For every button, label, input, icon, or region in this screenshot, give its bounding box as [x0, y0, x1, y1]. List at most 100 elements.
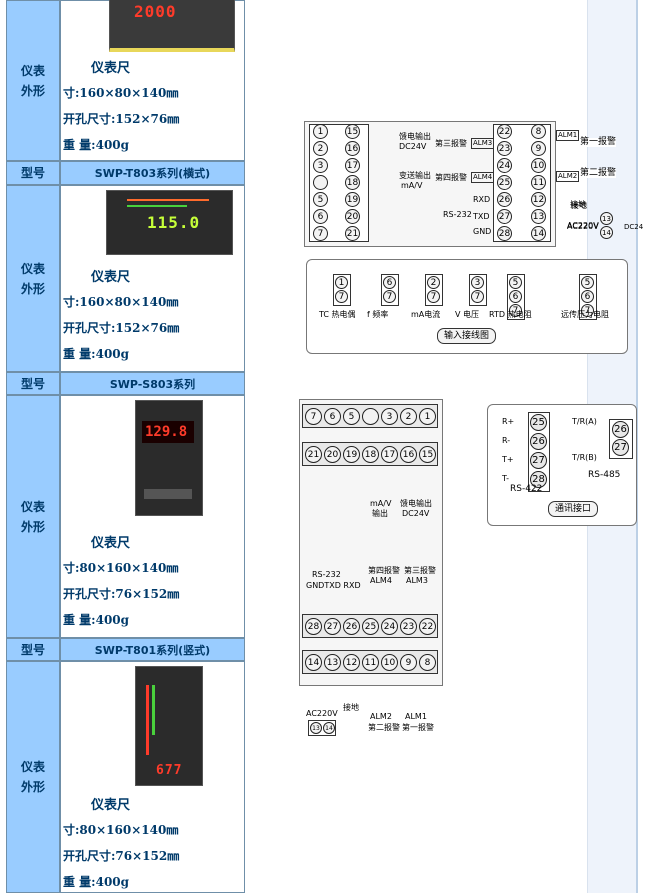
comm-interface-title: 通讯接口 — [548, 501, 599, 517]
ac220v-label: AC220V — [567, 221, 599, 230]
product-cell: 115.0 仪表尺 寸:160×80×140㎜ 开孔尺寸:152×76㎜ 重 量… — [60, 185, 245, 372]
terminal-pin: 27 — [324, 618, 341, 635]
terminal-pin: 21 — [345, 226, 360, 241]
terminal-pin: 3 — [313, 158, 328, 173]
terminal-pin: 18 — [345, 175, 360, 190]
size-value: 寸:80×160×140㎜ — [63, 561, 179, 575]
terminal-pin: 20 — [324, 446, 341, 463]
terminal-pin: 1 — [419, 408, 436, 425]
cutout-value: 开孔尺寸:76×152㎜ — [63, 587, 180, 601]
rs422-pin: 28 — [530, 471, 547, 488]
input-pin: 1 — [335, 276, 348, 289]
dc24-label: DC24 — [624, 223, 644, 231]
terminal-pin: 14 — [531, 226, 546, 241]
terminal-pin: 20 — [345, 209, 360, 224]
appearance-label: 仪表外形 — [6, 395, 60, 638]
alm1-label: ALM1 — [405, 712, 427, 721]
terminal-pin: 9 — [531, 141, 546, 156]
weight-value: 重 量:400g — [63, 138, 130, 152]
input-pin: 7 — [383, 290, 396, 303]
terminal-pin: 13 — [531, 209, 546, 224]
input-wiring-title: 输入接线图 — [437, 328, 497, 344]
input-type-label: RTD 热电阻 — [489, 310, 532, 319]
input-type-label: mA电流 — [411, 310, 441, 319]
terminal-pin: 23 — [400, 618, 417, 635]
terminal-pin: 10 — [531, 158, 546, 173]
terminal-pin: 19 — [345, 192, 360, 207]
appearance-label: 仪表外形 — [6, 185, 60, 372]
terminal-pin: 15 — [419, 446, 436, 463]
photo-display-value: 2000 — [134, 2, 177, 21]
terminal-pin: 6 — [313, 209, 328, 224]
photo-display-value: 115.0 — [147, 213, 201, 232]
ground-label: 接地 — [570, 200, 586, 209]
terminal-pin: 24 — [381, 618, 398, 635]
product-photo: 115.0 — [106, 190, 233, 255]
rs422-pin: 25 — [530, 414, 547, 431]
size-title: 仪表尺 — [91, 536, 131, 551]
terminal-pin: 18 — [362, 446, 379, 463]
input-pin: 5 — [509, 276, 522, 289]
terminal-pin: 28 — [305, 618, 322, 635]
power-pin: 14 — [600, 226, 613, 239]
input-type-label: V 电压 — [455, 310, 480, 319]
terminal-pin: 22 — [497, 124, 512, 139]
terminal-pin: 19 — [343, 446, 360, 463]
rs485-pin: 26 — [612, 421, 629, 438]
terminal-pin: 24 — [497, 158, 512, 173]
terminal-pin: 23 — [497, 141, 512, 156]
alarm2-label: 第二报警 — [368, 723, 400, 732]
size-title: 仪表尺 — [91, 61, 131, 76]
cutout-value: 开孔尺寸:76×152㎜ — [63, 849, 180, 863]
cutout-value: 开孔尺寸:152×76㎜ — [63, 321, 180, 335]
terminal-pin: 8 — [531, 124, 546, 139]
terminal-pin: 11 — [531, 175, 546, 190]
input-pin: 2 — [427, 276, 440, 289]
input-pin: 6 — [581, 290, 594, 303]
product-table: 仪表外形 2000 仪表尺 寸:160×80×140㎜ 开孔尺寸:152×76㎜… — [6, 0, 245, 893]
ac220v-label: AC220V — [306, 709, 338, 718]
terminal-pin: 10 — [381, 654, 398, 671]
rs422-pin: 26 — [530, 433, 547, 450]
power-terminal: 13 14 — [308, 720, 336, 736]
terminal-pin: 15 — [345, 124, 360, 139]
rs485-pin: 27 — [612, 439, 629, 456]
input-pin: 7 — [427, 290, 440, 303]
input-pin: 5 — [581, 276, 594, 289]
terminal-pin: 7 — [305, 408, 322, 425]
cutout-value: 开孔尺寸:152×76㎜ — [63, 112, 180, 126]
terminal-pin: 8 — [419, 654, 436, 671]
input-pin: 7 — [335, 290, 348, 303]
model-name: SWP-T803系列(横式) — [60, 161, 245, 185]
appearance-label: 仪表外形 — [6, 0, 60, 161]
rs422-pin-label: R- — [502, 436, 511, 445]
rs422-pin-label: T- — [502, 474, 510, 483]
terminal-pin: 21 — [305, 446, 322, 463]
rs422-pin-label: R+ — [502, 417, 515, 426]
rs422-label: RS-422 — [510, 484, 543, 494]
product-photo: 2000 — [109, 0, 235, 52]
size-title: 仪表尺 — [91, 798, 131, 813]
product-photo: 129.8 — [135, 400, 203, 516]
terminal-pin — [362, 408, 379, 425]
terminal-pin: 16 — [345, 141, 360, 156]
rs422-pin: 27 — [530, 452, 547, 469]
weight-value: 重 量:400g — [63, 875, 130, 889]
photo-display-value: 677 — [156, 763, 183, 778]
terminal-pin: 22 — [419, 618, 436, 635]
weight-value: 重 量:400g — [63, 347, 130, 361]
terminal-pin: 17 — [381, 446, 398, 463]
product-photo: 677 — [135, 666, 203, 786]
model-name: SWP-T801系列(竖式) — [60, 638, 245, 661]
terminal-pin — [313, 175, 328, 190]
terminal-pin: 12 — [531, 192, 546, 207]
txb-label: T/R(B) — [572, 453, 597, 462]
model-label: 型号 — [6, 372, 60, 395]
terminal-pin: 13 — [324, 654, 341, 671]
product-cell: 2000 仪表尺 寸:160×80×140㎜ 开孔尺寸:152×76㎜ 重 量:… — [60, 0, 245, 161]
input-pin: 7 — [471, 290, 484, 303]
